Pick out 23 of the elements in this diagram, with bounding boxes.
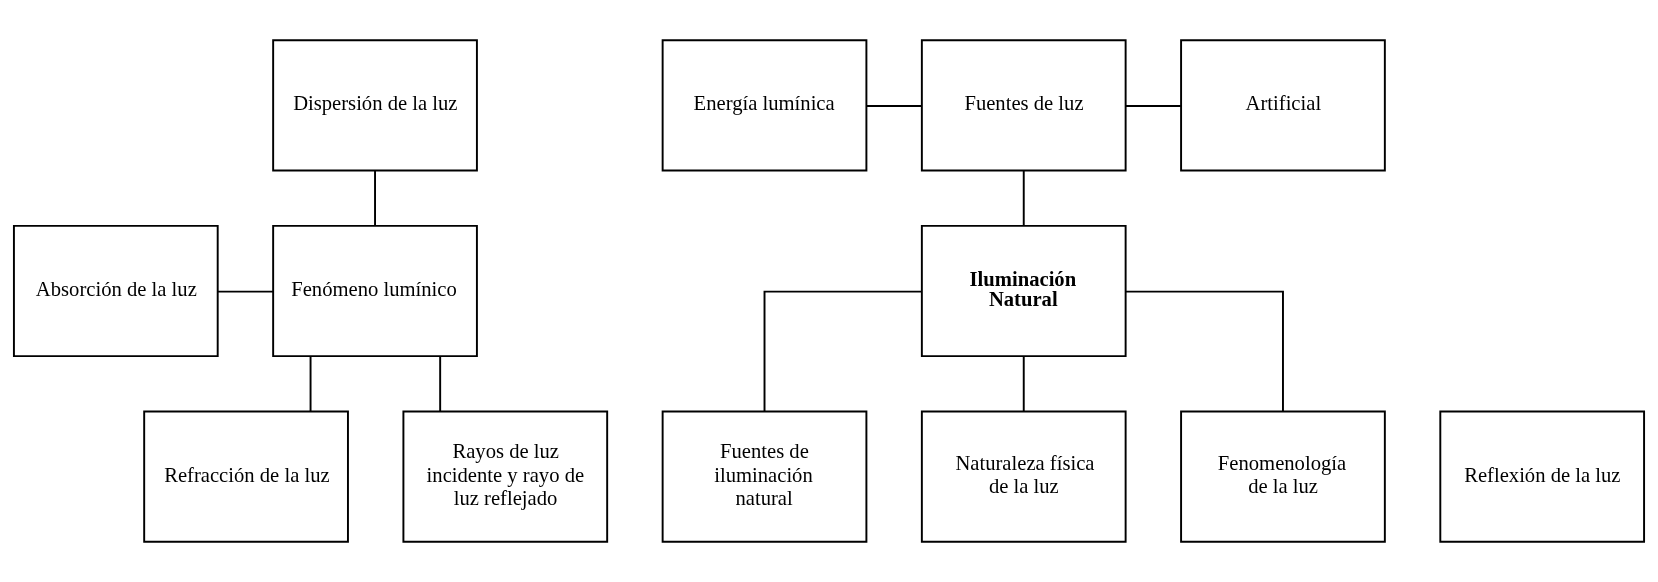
node-box: Fenomenología de la luz (1180, 410, 1386, 543)
connector (1124, 290, 1284, 413)
connector (216, 290, 274, 293)
connector (1022, 169, 1025, 227)
node-box: Fuentes de luz (920, 39, 1127, 172)
node-box: Artificial (1180, 39, 1386, 172)
connector (763, 290, 923, 413)
connector (309, 355, 312, 413)
node-box: Dispersión de la luz (272, 39, 478, 172)
node-box: Energía lumínica (661, 39, 868, 172)
node-box: Naturaleza física de la luz (920, 410, 1127, 543)
node-box: Rayos de luz incidente y rayo de luz reflejado (402, 410, 609, 543)
connector (374, 169, 376, 227)
connector (1124, 104, 1182, 107)
node-box: Refracción de la luz (143, 410, 349, 543)
node-box: Reflexión de la luz (1439, 410, 1646, 543)
connector (1022, 355, 1025, 413)
connector (439, 355, 442, 413)
node-box: Fenómeno lumínico (272, 224, 478, 358)
node-box: Absorción de la luz (12, 224, 219, 358)
node-box: Iluminación Natural (920, 224, 1127, 358)
node-box: Fuentes de iluminación natural (661, 410, 868, 543)
connector (865, 104, 923, 107)
